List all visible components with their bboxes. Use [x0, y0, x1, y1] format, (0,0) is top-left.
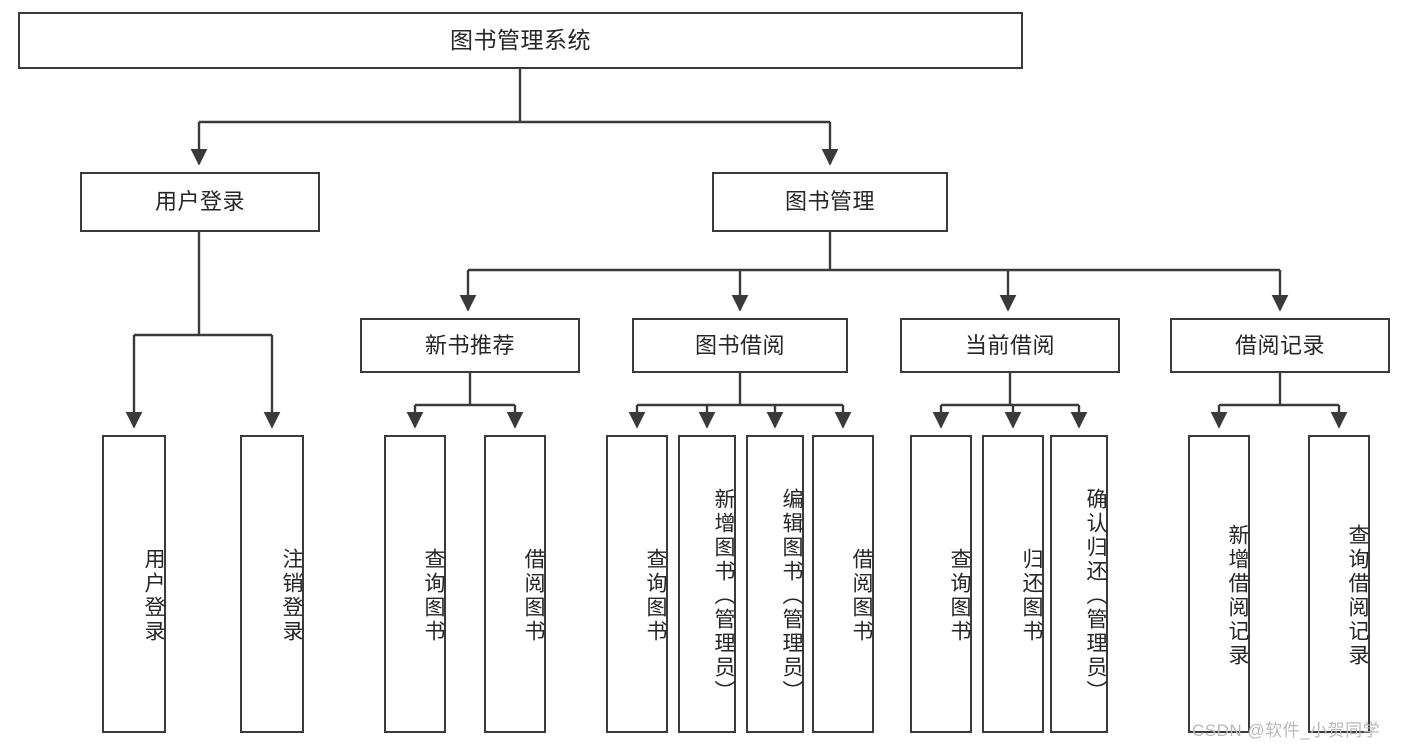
leaf-add-borrow-record[interactable]: 新增借阅记录 — [1188, 435, 1250, 733]
node-level3-current-borrow[interactable]: 当前借阅 — [900, 318, 1120, 373]
leaf-borrow-book[interactable]: 借阅图书 — [812, 435, 874, 733]
leaf-query-book-recommend[interactable]: 查询图书 — [384, 435, 446, 733]
node-level2-user-login[interactable]: 用户登录 — [80, 172, 320, 232]
node-root[interactable]: 图书管理系统 — [18, 12, 1023, 69]
leaf-user-login[interactable]: 用户登录 — [102, 435, 166, 733]
leaf-logout-login[interactable]: 注销登录 — [240, 435, 304, 733]
csdn-watermark: CSDN @软件_小贺同学 — [1192, 721, 1381, 740]
node-level3-book-borrow[interactable]: 图书借阅 — [632, 318, 848, 373]
leaf-query-book-borrow[interactable]: 查询图书 — [606, 435, 668, 733]
leaf-query-book-current[interactable]: 查询图书 — [910, 435, 972, 733]
leaf-edit-book-admin[interactable]: 编辑图书（管理员） — [746, 435, 804, 733]
node-level3-borrow-record[interactable]: 借阅记录 — [1170, 318, 1390, 373]
leaf-return-book[interactable]: 归还图书 — [982, 435, 1044, 733]
node-level2-book-management[interactable]: 图书管理 — [712, 172, 948, 232]
leaf-borrow-book-recommend[interactable]: 借阅图书 — [484, 435, 546, 733]
leaf-confirm-return-admin[interactable]: 确认归还（管理员） — [1050, 435, 1108, 733]
leaf-add-book-admin[interactable]: 新增图书（管理员） — [678, 435, 736, 733]
leaf-query-borrow-record[interactable]: 查询借阅记录 — [1308, 435, 1370, 733]
node-level3-new-book-recommend[interactable]: 新书推荐 — [360, 318, 580, 373]
